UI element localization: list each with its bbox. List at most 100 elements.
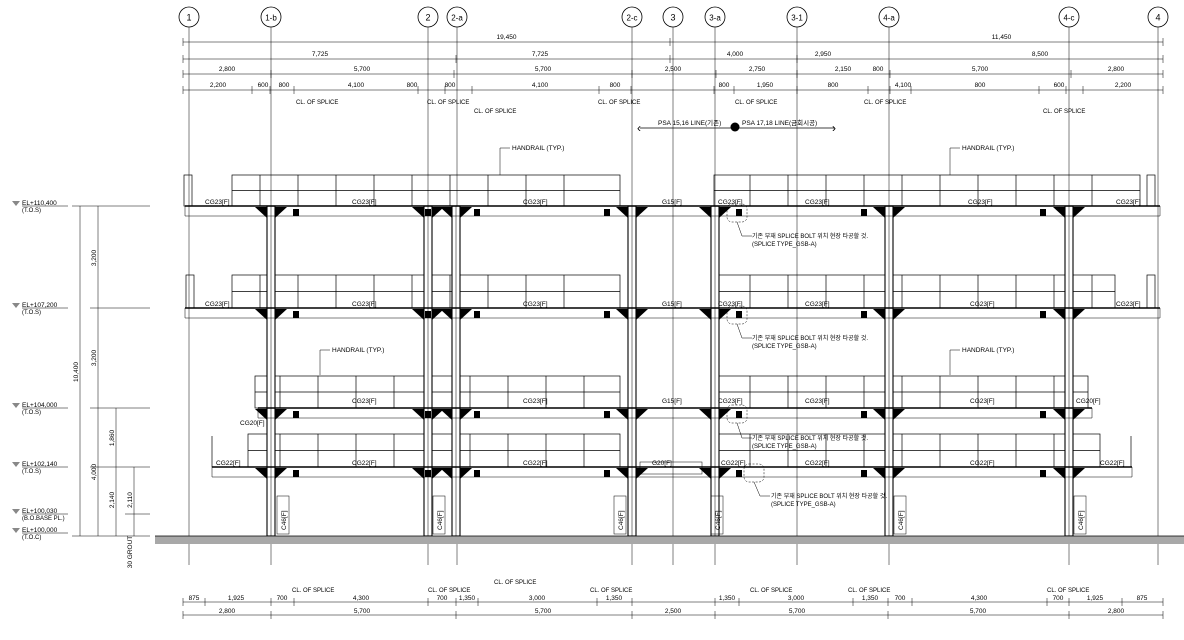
bracket-icon [1053,207,1065,218]
bracket-icon [460,468,472,479]
beam-label: CG23[F] [523,301,548,308]
splice-label-top: CL. OF SPLICE [864,100,906,106]
elevation-sub: (T.O.C) [22,535,41,541]
beam-label: CG23[F] [352,301,377,308]
bracket-icon [460,409,472,420]
dim-label: 5,700 [535,66,552,73]
elevation-label: EL+104,000 [22,402,58,409]
splice-label-bottom: CL. OF SPLICE [494,580,536,586]
leader-line [753,481,770,497]
splice-label-top: CL. OF SPLICE [1043,109,1085,115]
dim-label: 5,700 [354,608,371,615]
support-icon [425,411,431,418]
beam-label: CG22[F] [1100,460,1125,467]
splice-note-text: 기존 부재 SPLICE BOLT 위치 현장 타공할 것. [752,434,868,442]
beam-label: G20[F] [652,460,672,467]
dim-label: 4,300 [971,595,988,602]
column-label: C46[F] [437,510,444,530]
splice-marker-icon [726,305,748,325]
bracket-icon [893,207,905,218]
column-label-box [276,495,290,535]
dim-label: 700 [437,595,448,602]
support-icon [1040,209,1046,216]
beam-label: CG23[F] [805,199,830,206]
elevation-sub: (B.O.BASE PL.) [22,516,65,522]
bracket-icon [432,409,444,420]
beam-label: CG23[F] [718,301,743,308]
bracket-icon [873,207,885,218]
elevation-triangle-icon [12,403,20,408]
beam-label: CG22[F] [721,460,746,467]
dim-label: 800 [873,66,884,73]
splice-label-bottom: CL. OF SPLICE [848,588,890,594]
bracket-icon [699,409,711,420]
dim-label: 1,350 [459,595,476,602]
beam-label: CG23[F] [718,398,743,405]
beam-label: CG20[F] [240,420,265,427]
dim-label: 5,700 [972,66,989,73]
splice-note-type: (SPLICE TYPE_GSB-A) [752,344,817,350]
dim-label: 5,700 [789,608,806,615]
dim-label: 2,800 [219,66,236,73]
bracket-icon [1073,468,1085,479]
bracket-icon [275,309,287,320]
dim-label: 7,725 [312,51,329,58]
elevation-sub: (T.O.S) [22,469,41,475]
grid-bubble-label: 4-c [1063,14,1074,23]
handrail-107-end [185,274,195,309]
dim-label: 4,300 [353,595,370,602]
grid-bubble-label: 1-b [265,14,277,23]
beam-label: CG23[F] [805,301,830,308]
psa-arrow-right-icon: › [832,121,836,135]
bracket-icon [275,207,287,218]
bracket-icon [699,309,711,320]
leader-line [736,422,752,439]
support-icon [1040,470,1046,477]
elevation-sub: (T.O.S) [22,310,41,316]
vdim-label: 10,400 [73,362,80,382]
bracket-icon [893,309,905,320]
psa-center-icon [730,122,740,132]
bracket-icon [636,468,648,479]
bracket-icon [1073,309,1085,320]
bracket-icon [432,309,444,320]
splice-note-text: 기존 부재 SPLICE BOLT 위치 현장 타공할 것. [752,334,868,342]
psa-marker: ‹ › PSA 15,16 LINE(기존) PSA 17,18 LINE(금회… [637,118,836,135]
support-icon [293,209,299,216]
leader-line [319,349,330,375]
splice-note-4: 기존 부재 SPLICE BOLT 위치 현장 타공할 것. (SPLICE T… [743,463,887,508]
elevation-markers: EL+110,400(T.O.S)EL+107,200(T.O.S)EL+104… [12,200,68,541]
dim-label: 2,950 [815,51,832,58]
elevation-sub: (T.O.S) [22,208,41,214]
splice-note-1: 기존 부재 SPLICE BOLT 위치 현장 타공할 것. (SPLICE T… [726,203,868,248]
dim-label: 5,700 [970,608,987,615]
bracket-icon [873,409,885,420]
elevation-label: EL+100,000 [22,527,58,534]
column-label-box [893,495,907,535]
support-icon [604,470,610,477]
support-icon [604,311,610,318]
ground-fill [155,536,1184,544]
bracket-icon [1053,409,1065,420]
bracket-icon [255,207,267,218]
splice-label-bottom: CL. OF SPLICE [292,588,334,594]
splice-label-bottom: CL. OF SPLICE [1047,588,1089,594]
dim-label: 700 [1053,595,1064,602]
splice-note-2: 기존 부재 SPLICE BOLT 위치 현장 타공할 것. (SPLICE T… [726,305,868,350]
support-icon [293,311,299,318]
leader-line [949,349,960,375]
bracket-icon [255,409,267,420]
dim-label: 8,500 [1032,51,1049,58]
beam-label: CG23[F] [523,199,548,206]
elevation-sub: (T.O.S) [22,410,41,416]
dim-label: 800 [279,82,290,89]
bracket-icon [873,309,885,320]
support-icon [474,209,480,216]
bracket-icon [412,409,424,420]
beam-label: CG23[F] [970,301,995,308]
bracket-icon [636,309,648,320]
beam-label: CG23[F] [805,398,830,405]
dim-label: 600 [258,82,269,89]
beam-label: CG22[F] [352,460,377,467]
